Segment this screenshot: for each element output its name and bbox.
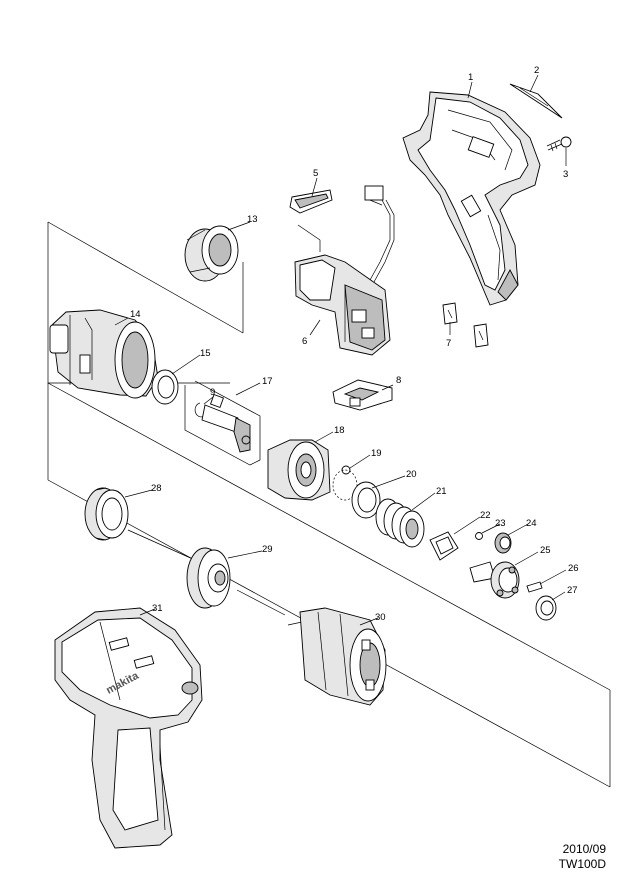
leader-lines bbox=[114, 74, 567, 626]
part-25-spindle bbox=[469, 561, 520, 599]
part-17-spindle bbox=[201, 394, 251, 453]
part-21-spring bbox=[375, 498, 425, 548]
label-14: 14 bbox=[130, 309, 141, 320]
part-31-housing-set: makita bbox=[54, 607, 203, 849]
label-24: 24 bbox=[526, 518, 537, 529]
part-26-pin bbox=[526, 581, 543, 593]
part-3-screw bbox=[546, 136, 572, 152]
part-15-washer bbox=[151, 369, 179, 405]
part-labels: 1 2 3 5 6 7 8 9 13 14 15 17 18 19 20 21 … bbox=[130, 65, 579, 623]
label-15: 15 bbox=[200, 348, 211, 359]
part-24-gear bbox=[494, 532, 512, 554]
part-23-ball bbox=[475, 532, 483, 540]
part-30-motor bbox=[287, 607, 387, 706]
label-21: 21 bbox=[436, 486, 447, 497]
part-29-gear-plate bbox=[186, 547, 231, 609]
label-5: 5 bbox=[313, 168, 318, 179]
part-18-hammer-case bbox=[267, 439, 331, 501]
part-27-washer bbox=[535, 595, 557, 621]
part-28-ring-gear bbox=[84, 487, 129, 541]
label-17: 17 bbox=[262, 376, 273, 387]
label-9: 9 bbox=[210, 387, 215, 398]
label-25: 25 bbox=[540, 545, 551, 556]
label-7: 7 bbox=[446, 338, 451, 349]
part-22-washer bbox=[429, 531, 459, 561]
footer-date: 2010/09 bbox=[562, 842, 606, 856]
label-20: 20 bbox=[406, 469, 417, 480]
label-13: 13 bbox=[247, 214, 258, 225]
label-2: 2 bbox=[534, 65, 539, 76]
label-22: 22 bbox=[480, 510, 491, 521]
footer-model: TW100D bbox=[558, 857, 606, 871]
label-3: 3 bbox=[563, 169, 568, 180]
label-6: 6 bbox=[302, 336, 307, 347]
label-29: 29 bbox=[262, 544, 273, 555]
label-19: 19 bbox=[371, 448, 382, 459]
part-2-label-plate bbox=[509, 83, 563, 119]
part-6-lead-wire bbox=[364, 185, 395, 283]
label-18: 18 bbox=[334, 425, 345, 436]
part-20-washer bbox=[351, 481, 381, 519]
part-1-housing-half bbox=[402, 91, 541, 306]
part-7-terminal bbox=[442, 302, 489, 348]
part-9-ring bbox=[194, 402, 205, 418]
part-13-ring bbox=[184, 225, 239, 282]
label-8: 8 bbox=[396, 375, 401, 386]
label-28: 28 bbox=[151, 483, 162, 494]
label-23: 23 bbox=[495, 518, 506, 529]
part-6-switch bbox=[294, 254, 391, 356]
label-27: 27 bbox=[567, 585, 578, 596]
label-1: 1 bbox=[468, 72, 473, 83]
label-26: 26 bbox=[568, 563, 579, 574]
part-19-steel-ball bbox=[332, 465, 358, 501]
label-31: 31 bbox=[152, 603, 163, 614]
part-14-front-housing bbox=[49, 309, 159, 399]
part-5-switch-lever bbox=[289, 189, 333, 214]
label-30: 30 bbox=[375, 612, 386, 623]
part-8-plate bbox=[332, 379, 393, 411]
